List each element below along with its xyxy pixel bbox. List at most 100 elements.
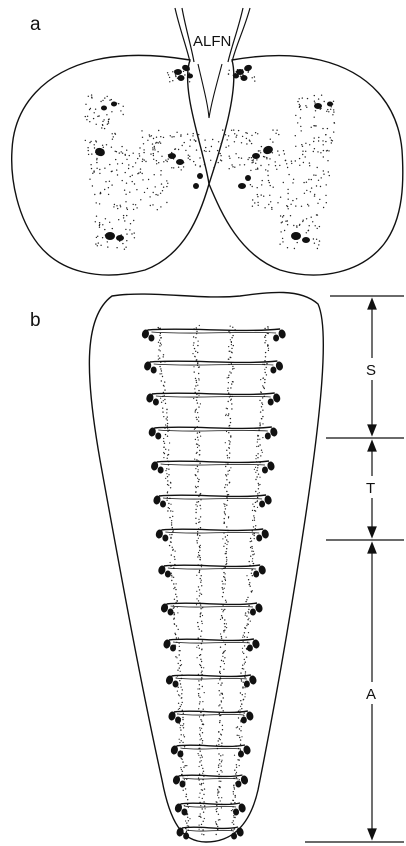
stipple-dot xyxy=(150,205,151,206)
stipple-dot xyxy=(302,221,303,222)
stipple-dot xyxy=(174,633,175,634)
stipple-dot xyxy=(226,431,227,432)
stipple-dot xyxy=(249,582,250,583)
stipple-dot xyxy=(172,80,173,81)
stipple-dot xyxy=(301,206,302,207)
neurosecretory-cell xyxy=(262,467,268,474)
stipple-dot xyxy=(96,162,97,163)
stipple-dot xyxy=(229,168,230,169)
stipple-dot xyxy=(158,359,159,360)
stipple-dot xyxy=(234,817,235,818)
stipple-dot xyxy=(159,373,160,374)
stipple-dot xyxy=(251,135,252,136)
stipple-dot xyxy=(200,557,201,558)
stipple-dot xyxy=(240,739,241,740)
stipple-dot xyxy=(188,155,189,156)
stipple-dot xyxy=(275,165,276,166)
stipple-dot xyxy=(228,382,229,383)
stipple-dot xyxy=(226,526,227,527)
stipple-dot xyxy=(202,724,203,725)
stipple-dot xyxy=(198,586,199,587)
stipple-dot xyxy=(171,534,172,535)
stipple-dot xyxy=(219,694,220,695)
midline-notch xyxy=(198,64,222,118)
stipple-dot xyxy=(226,539,227,540)
panel-a-letter: a xyxy=(30,14,41,35)
stipple-dot xyxy=(199,547,200,548)
stipple-dot xyxy=(195,486,196,487)
stipple-dot xyxy=(164,389,165,390)
stipple-dot xyxy=(201,765,202,766)
neurosecretory-cell xyxy=(162,535,168,542)
stipple-dot xyxy=(201,783,202,784)
stipple-dot xyxy=(227,415,228,416)
stipple-dot xyxy=(230,422,231,423)
stipple-dot xyxy=(90,108,91,109)
stipple-dot xyxy=(167,161,168,162)
stipple-dot xyxy=(218,732,219,733)
stipple-dot xyxy=(241,158,242,159)
stipple-dot xyxy=(158,162,159,163)
stipple-dot xyxy=(200,730,201,731)
stipple-dot xyxy=(130,176,131,177)
stipple-dot xyxy=(195,512,196,513)
stipple-dot xyxy=(231,348,232,349)
stipple-dot xyxy=(102,224,103,225)
stipple-dot xyxy=(246,625,247,626)
stipple-dot xyxy=(96,168,97,169)
stipple-dot xyxy=(328,111,329,112)
stipple-dot xyxy=(117,163,118,164)
stipple-dot xyxy=(227,457,228,458)
stipple-dot xyxy=(282,238,283,239)
stipple-dot xyxy=(178,149,179,150)
neurosecretory-cell xyxy=(177,751,183,758)
stipple-dot xyxy=(180,671,181,672)
stipple-dot xyxy=(171,575,172,576)
stipple-dot xyxy=(271,207,272,208)
stipple-dot xyxy=(167,510,168,511)
stipple-dot xyxy=(185,788,186,789)
neurosecretory-cell xyxy=(148,335,154,342)
stipple-dot xyxy=(295,160,296,161)
stipple-dot xyxy=(255,528,256,529)
stipple-dot xyxy=(269,158,270,159)
stipple-dot xyxy=(225,600,226,601)
stipple-dot xyxy=(233,824,234,825)
stipple-dot xyxy=(259,422,260,423)
stipple-dot xyxy=(200,613,201,614)
stipple-dot xyxy=(140,199,141,200)
stipple-dot xyxy=(228,377,229,378)
stipple-dot xyxy=(222,771,223,772)
stipple-dot xyxy=(314,117,315,118)
stipple-dot xyxy=(332,114,333,115)
stipple-dot xyxy=(255,132,256,133)
neurosecretory-cell xyxy=(165,571,171,578)
stipple-dot xyxy=(234,141,235,142)
neurosecretory-cell xyxy=(94,147,106,158)
stipple-dot xyxy=(202,623,203,624)
stipple-dot xyxy=(302,151,303,152)
stipple-dot xyxy=(201,580,202,581)
stipple-dot xyxy=(323,156,324,157)
stipple-dot xyxy=(200,499,201,500)
stipple-dot xyxy=(225,466,226,467)
stipple-dot xyxy=(163,452,164,453)
stipple-dot xyxy=(202,790,203,791)
stipple-neuropil-a xyxy=(85,69,335,250)
stipple-dot xyxy=(179,680,180,681)
stipple-dot xyxy=(167,428,168,429)
commissure xyxy=(147,329,280,330)
stipple-dot xyxy=(254,535,255,536)
neurosecretory-cell xyxy=(231,833,237,840)
stipple-dot xyxy=(125,172,126,173)
stipple-dot xyxy=(199,570,200,571)
stipple-dot xyxy=(198,708,199,709)
stipple-dot xyxy=(255,163,256,164)
stipple-dot xyxy=(261,402,262,403)
stipple-dot xyxy=(229,156,230,157)
commissure-fibre xyxy=(180,748,241,749)
stipple-dot xyxy=(102,121,103,122)
stipple-dot xyxy=(296,198,297,199)
stipple-dot xyxy=(258,484,259,485)
stipple-dot xyxy=(255,502,256,503)
